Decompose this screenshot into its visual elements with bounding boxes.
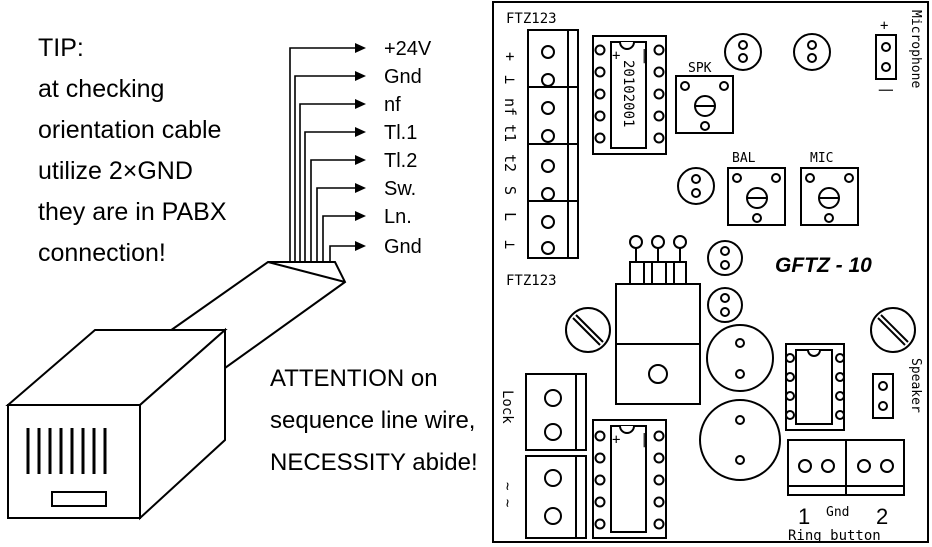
terminal-strip-ftz123 — [527, 29, 579, 259]
mic-trim-label: MIC — [810, 151, 833, 166]
ring-terminal-2 — [845, 439, 905, 496]
plug-latch — [51, 491, 107, 507]
terminal-ac — [525, 455, 587, 539]
mic-trimmer — [800, 167, 859, 226]
pin-label-t2: t2 — [501, 154, 519, 172]
microphone-connector — [875, 34, 897, 80]
ic-small-right — [785, 343, 845, 431]
rj-plug — [5, 261, 347, 521]
wire-labels: +24V Gnd nf Tl.1 Tl.2 Sw. Ln. Gnd — [384, 38, 432, 258]
pin-label-nf: nf — [501, 98, 519, 116]
ring-terminal-1 — [787, 439, 847, 496]
lock-label: Lock — [499, 390, 515, 424]
mic-minus-label: | — [878, 86, 894, 94]
capacitor-2 — [699, 399, 781, 481]
spk-label: SPK — [688, 61, 712, 76]
ic2-minus-label: | — [640, 432, 648, 448]
tip-line-3: orientation cable — [38, 116, 221, 144]
ic-plus-label: + — [612, 48, 620, 64]
voltage-regulator — [615, 235, 701, 405]
wire-label-tl2: Tl.2 — [384, 150, 417, 172]
tilde-label: ~ ~ — [499, 482, 515, 507]
wire-arrows — [355, 43, 366, 251]
ic-20102001 — [592, 35, 667, 155]
connector-top-label: FTZ123 — [506, 11, 557, 27]
bal-label: BAL — [732, 151, 756, 166]
pin-label-s: S — [501, 186, 519, 195]
tip-note: TIP: at checking orientation cable utili… — [38, 34, 227, 267]
spk-trimmer — [675, 75, 734, 134]
ring-button-label: Ring button — [788, 528, 881, 544]
pin-label-l: L — [501, 212, 519, 221]
attention-line-2: sequence line wire, — [270, 407, 475, 434]
ring-gnd-label: Gnd — [826, 505, 849, 520]
attention-note: ATTENTION on sequence line wire, NECESSI… — [270, 365, 478, 476]
tip-line-6: connection! — [38, 239, 166, 267]
plug-contacts — [26, 428, 107, 474]
pin-label-t1: t1 — [501, 124, 519, 142]
wire-label-tl1: Tl.1 — [384, 122, 417, 144]
bal-trimmer — [727, 167, 786, 226]
attention-line-3: NECESSITY abide! — [270, 449, 478, 476]
wire-label-gnd-2: Gnd — [384, 236, 422, 258]
wire-label-gnd-1: Gnd — [384, 66, 422, 88]
mounting-screw-right — [870, 307, 916, 353]
tip-line-5: they are in PABX — [38, 198, 227, 226]
pad-pair-mid-left — [677, 167, 715, 205]
ring-number-2: 2 — [876, 504, 888, 529]
ring-number-1: 1 — [798, 504, 810, 529]
tip-line-4: utilize 2×GND — [38, 157, 193, 185]
pin-label-gnd-2: ⊥ — [501, 240, 519, 249]
pin-label-gnd-1: ⊥ — [501, 75, 519, 84]
pad-pair-top-2 — [793, 33, 831, 71]
attention-line-1: ATTENTION on — [270, 365, 438, 392]
wire-label-ln: Ln. — [384, 206, 412, 228]
tip-line-1: TIP: — [38, 34, 84, 62]
ic-minus-label: | — [640, 48, 648, 64]
pcb-board: GFTZ - 10 FTZ123 FTZ123 + ⊥ nf t1 t2 S L… — [492, 1, 929, 544]
ic-part-number: 20102001 — [620, 60, 636, 127]
ic2-plus-label: + — [612, 432, 620, 448]
mounting-screw-left — [565, 307, 611, 353]
pin-label-plus: + — [501, 52, 519, 61]
pad-pair-top-1 — [724, 33, 762, 71]
terminal-lock — [525, 373, 587, 451]
wire-label-24v: +24V — [384, 38, 432, 60]
board-title: GFTZ - 10 — [775, 254, 872, 277]
wire-bundle — [289, 47, 355, 262]
wire-label-sw: Sw. — [384, 178, 416, 200]
tip-line-2: at checking — [38, 75, 164, 103]
speaker-connector — [872, 373, 894, 419]
pad-pair-mid-right-1 — [707, 240, 743, 276]
ic-bottom — [592, 419, 667, 539]
speaker-label: Speaker — [908, 358, 923, 413]
connector-bottom-label: FTZ123 — [506, 273, 557, 289]
microphone-label: Microphone — [908, 10, 923, 88]
pin-labels: + ⊥ nf t1 t2 S L ⊥ — [501, 52, 519, 249]
wire-label-nf: nf — [384, 94, 401, 116]
capacitor-1 — [706, 324, 774, 392]
mic-plus-label: + — [880, 18, 888, 34]
pad-pair-mid-right-2 — [707, 287, 743, 323]
